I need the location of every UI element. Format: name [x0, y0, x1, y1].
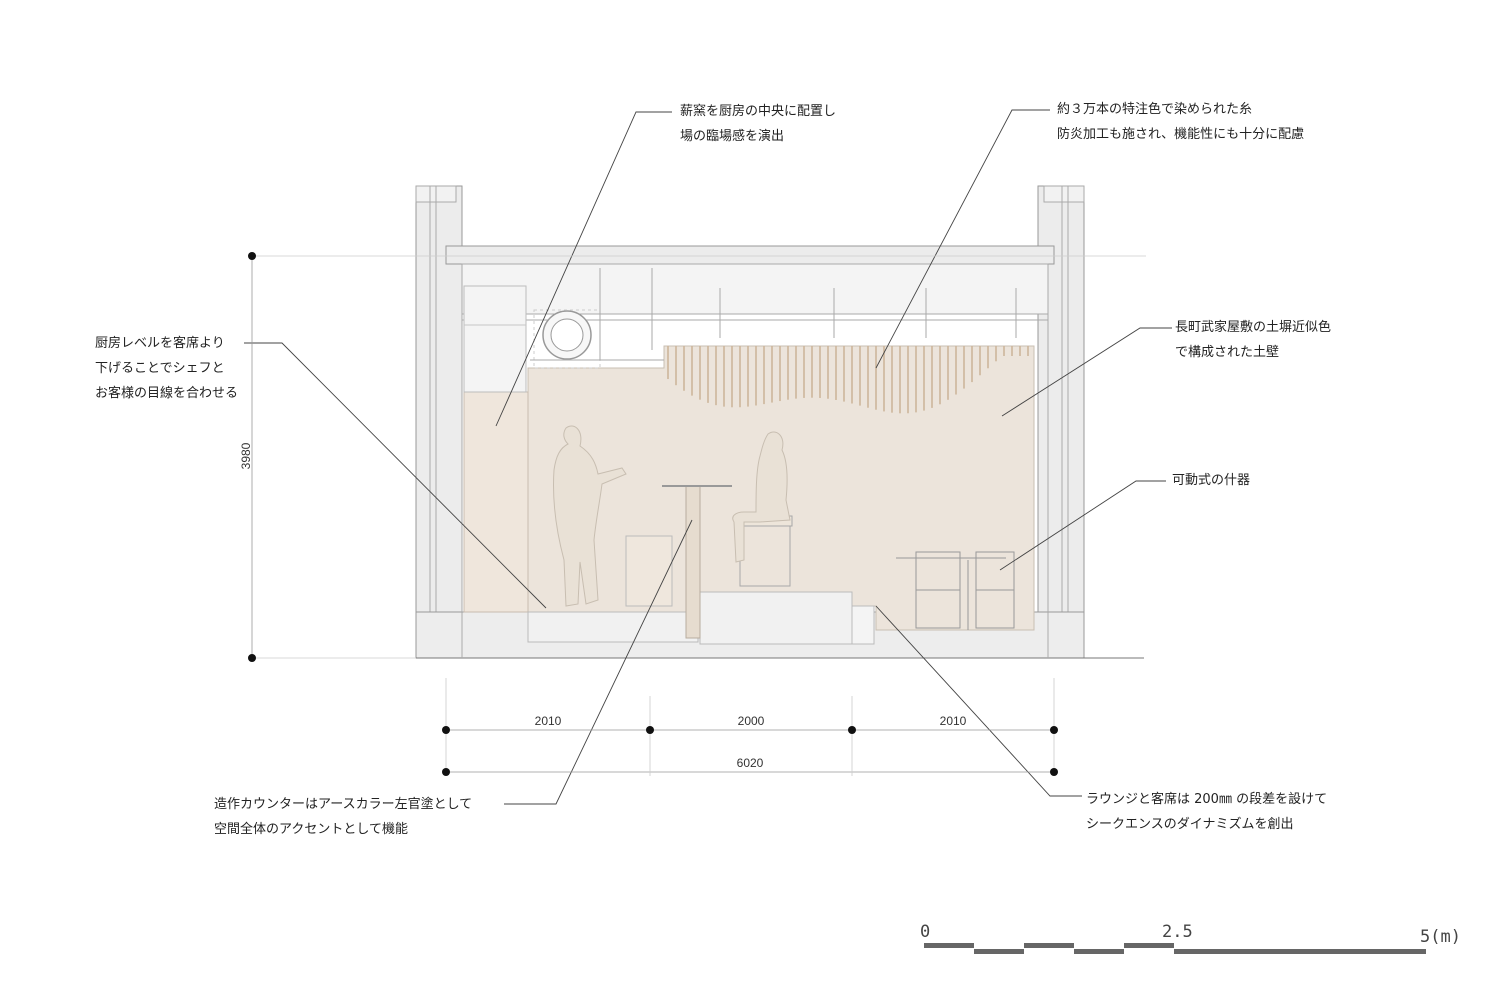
note-earth-wall-line-1: 長町武家屋敷の土塀近似色: [1175, 320, 1332, 335]
dim-segment-2: 2000: [738, 714, 765, 728]
note-kitchen-level: 厨房レベルを客席より 下げることでシェフと お客様の目線を合わせる: [95, 331, 238, 406]
scale-bar: 0 2.5 5(m): [920, 922, 1461, 954]
note-furniture: 可動式の什器: [1172, 468, 1250, 493]
scale-label-0: 0: [920, 922, 930, 942]
dim-height: 3980: [239, 442, 253, 469]
leader-lines: [244, 109, 1172, 805]
scale-label-2-5: 2.5: [1162, 922, 1193, 942]
note-kitchen-level-line-3: お客様の目線を合わせる: [95, 386, 239, 401]
leader-counter: [504, 519, 693, 805]
thread-curtain: [667, 346, 1029, 414]
note-kitchen-level-line-1: 厨房レベルを客席より: [95, 336, 225, 351]
leader-step: [875, 605, 1082, 797]
dim-segment-1: 2010: [535, 714, 562, 728]
leader-threads: [875, 109, 1050, 369]
scale-label-5m: 5(m): [1420, 927, 1461, 947]
note-furniture-line-1: 可動式の什器: [1172, 473, 1251, 488]
note-counter-line-1: 造作カウンターはアースカラー左官塗として: [214, 797, 473, 812]
note-step-line-1: ラウンジと客席は 200㎜ の段差を設けて: [1086, 792, 1328, 807]
note-threads: 約３万本の特注色で染められた糸 防炎加工も施され、機能性にも十分に配慮: [1057, 97, 1304, 147]
dim-total: 6020: [737, 756, 764, 770]
note-earth-wall-line-2: で構成された土壁: [1175, 345, 1280, 360]
leader-furniture: [999, 480, 1166, 571]
note-oven-line-1: 薪窯を厨房の中央に配置し: [680, 104, 837, 119]
note-step-line-2: シークエンスのダイナミズムを創出: [1086, 817, 1294, 832]
dimension-lines: [248, 252, 1146, 776]
note-oven: 薪窯を厨房の中央に配置し 場の臨場感を演出: [680, 99, 836, 149]
note-kitchen-level-line-2: 下げることでシェフと: [95, 361, 225, 376]
leader-earth-wall: [1001, 327, 1172, 417]
note-earth-wall: 長町武家屋敷の土塀近似色 で構成された土壁: [1175, 315, 1331, 365]
note-counter-line-2: 空間全体のアクセントとして機能: [214, 822, 408, 837]
leader-oven: [495, 111, 672, 427]
dim-segment-3: 2010: [940, 714, 967, 728]
note-oven-line-2: 場の臨場感を演出: [680, 129, 785, 144]
leader-kitchen-level: [244, 342, 547, 609]
note-threads-line-2: 防炎加工も施され、機能性にも十分に配慮: [1057, 127, 1305, 142]
note-step: ラウンジと客席は 200㎜ の段差を設けて シークエンスのダイナミズムを創出: [1086, 787, 1327, 837]
interior-finishes: [463, 268, 1035, 645]
note-threads-line-1: 約３万本の特注色で染められた糸: [1057, 102, 1253, 117]
note-counter: 造作カウンターはアースカラー左官塗として 空間全体のアクセントとして機能: [214, 792, 472, 842]
